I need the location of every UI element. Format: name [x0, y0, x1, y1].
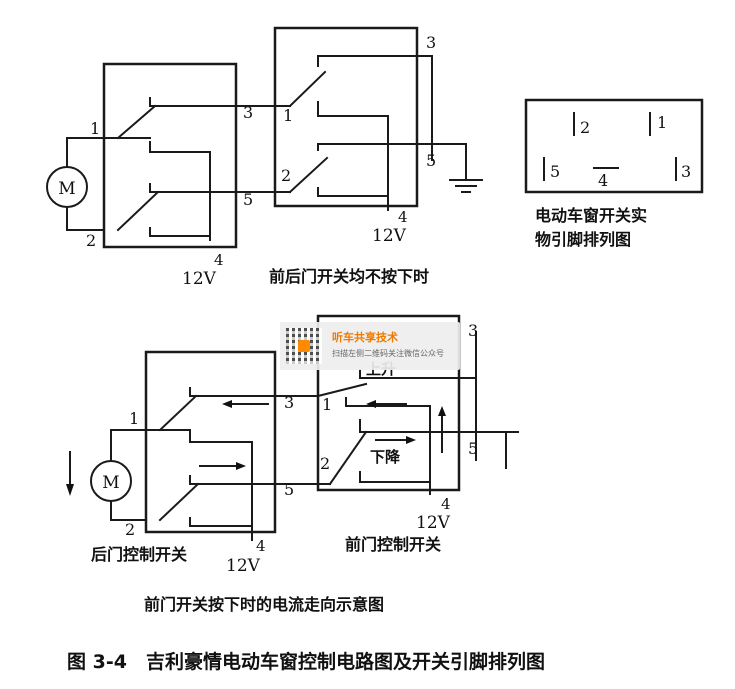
- bottom-front-pin-1: 1: [322, 395, 332, 414]
- bottom-rear-pin-2: 2: [125, 520, 135, 539]
- bottom-rear-switch-label: 后门控制开关: [91, 545, 187, 564]
- bottom-caption: 前门开关按下时的电流走向示意图: [144, 595, 384, 614]
- top-rear-pin-2: 2: [86, 231, 96, 250]
- bottom-front-pin-5: 5: [468, 439, 478, 458]
- bottom-motor-lead-1: [110, 429, 191, 462]
- top-circuit: M 1 2 3 4 5 12V 1 2 3 4: [46, 26, 483, 289]
- bottom-rear-flow-arrow-left: [222, 400, 232, 408]
- bottom-front-pin-4: 4: [441, 495, 451, 513]
- bottom-front-switch-label: 前门控制开关: [345, 535, 441, 554]
- top-motor-lead-1: [66, 137, 151, 168]
- top-rear-pin-3: 3: [243, 103, 253, 122]
- top-rear-contact-3: [149, 97, 276, 107]
- bottom-rear-pin-1: 1: [129, 409, 139, 428]
- pinout-diagram: 2 1 5 4 3 电动车窗开关实 物引脚排列图: [524, 98, 704, 249]
- top-caption: 前后门开关均不按下时: [269, 267, 429, 286]
- pinout-pin-2: 2: [580, 118, 590, 137]
- bottom-rear-contact-3: [189, 387, 319, 397]
- watermark-subtitle: 扫描左侧二维码关注微信公众号: [332, 349, 444, 358]
- bottom-front-flow-arrow-right: [406, 436, 416, 444]
- bottom-rear-contact-4b: [189, 517, 253, 527]
- bottom-rear-flow-arrow-right: [236, 462, 246, 470]
- bottom-motor-arrow-head: [66, 484, 74, 496]
- top-motor-lead-2: [66, 206, 105, 231]
- bottom-rear-blade-2: [158, 482, 200, 522]
- bottom-front-contact-4b: [359, 471, 431, 483]
- top-rear-blade-1: [116, 104, 157, 140]
- watermark-title: 听车共享技术: [332, 331, 398, 344]
- top-front-pin-4: 4: [398, 208, 408, 226]
- top-rear-pin-4: 4: [214, 251, 224, 269]
- top-rear-pin-5: 5: [243, 190, 253, 209]
- top-front-switch-box: [273, 26, 419, 208]
- top-rear-contact-5: [149, 183, 276, 193]
- pinout-pin-4: 4: [598, 171, 608, 190]
- top-front-contact-4a: [317, 101, 389, 211]
- pinout-box: [524, 98, 704, 194]
- top-front-blade-1: [288, 70, 327, 108]
- top-rear-blade-2: [116, 190, 160, 232]
- bottom-front-contact-4: [345, 397, 431, 495]
- bottom-motor-label: M: [102, 473, 119, 493]
- bottom-front-blade-2: [328, 430, 368, 486]
- top-rear-contact-4a: [149, 141, 211, 241]
- top-front-pin-3: 3: [426, 33, 436, 52]
- top-front-pin-2: 2: [281, 166, 291, 185]
- figure-caption: 图 3-4 吉利豪情电动车窗控制电路图及开关引脚排列图: [67, 650, 545, 673]
- bottom-front-blade-1: [316, 382, 368, 398]
- bottom-rear-switch-box: [144, 350, 277, 534]
- top-front-contact-3: [317, 55, 433, 161]
- top-front-contact-4b: [317, 187, 389, 197]
- bottom-circuit: M 1 2 3 4: [66, 314, 519, 614]
- bottom-front-contact-3: [359, 369, 477, 461]
- bottom-front-flow-arrow-left: [366, 400, 376, 408]
- bottom-rear-pin-4: 4: [256, 537, 266, 555]
- top-front-12v: 12V: [372, 226, 407, 246]
- bottom-rear-pin-3: 3: [284, 393, 294, 412]
- pinout-caption-2: 物引脚排列图: [535, 230, 631, 249]
- top-front-blade-2: [288, 156, 329, 194]
- top-rear-pin-1: 1: [90, 119, 100, 138]
- bottom-rear-pin-5: 5: [284, 480, 294, 499]
- pinout-pin-1: 1: [657, 113, 667, 132]
- bottom-rear-blade-1: [158, 394, 198, 432]
- top-rear-12v: 12V: [182, 269, 217, 289]
- top-rear-contact-4b: [149, 227, 211, 237]
- bottom-rear-contact-5: [189, 475, 331, 485]
- bottom-down-label: 下降: [370, 448, 401, 466]
- watermark-banner: 听车共享技术 扫描左侧二维码关注微信公众号: [280, 322, 460, 370]
- pinout-pin-3: 3: [681, 162, 691, 181]
- top-front-pin-5: 5: [426, 151, 436, 170]
- top-front-pin-1: 1: [283, 106, 293, 125]
- top-front-contact-5: [317, 143, 467, 179]
- bottom-motor-lead-2: [110, 500, 147, 521]
- bottom-front-pin-2: 2: [320, 454, 330, 473]
- bottom-front-pin-3: 3: [468, 321, 478, 340]
- bottom-front-flow-arrow-up: [438, 406, 446, 416]
- top-motor-label: M: [58, 179, 75, 199]
- bottom-front-contact-5: [359, 419, 507, 469]
- pinout-caption-1: 电动车窗开关实: [535, 206, 647, 225]
- bottom-front-switch-box: [316, 314, 461, 492]
- bottom-rear-contact-4a: [189, 431, 253, 541]
- bottom-front-12v: 12V: [416, 513, 451, 533]
- bottom-rear-12v: 12V: [226, 556, 261, 576]
- top-rear-switch-box: [102, 62, 238, 249]
- pinout-pin-5: 5: [550, 162, 560, 181]
